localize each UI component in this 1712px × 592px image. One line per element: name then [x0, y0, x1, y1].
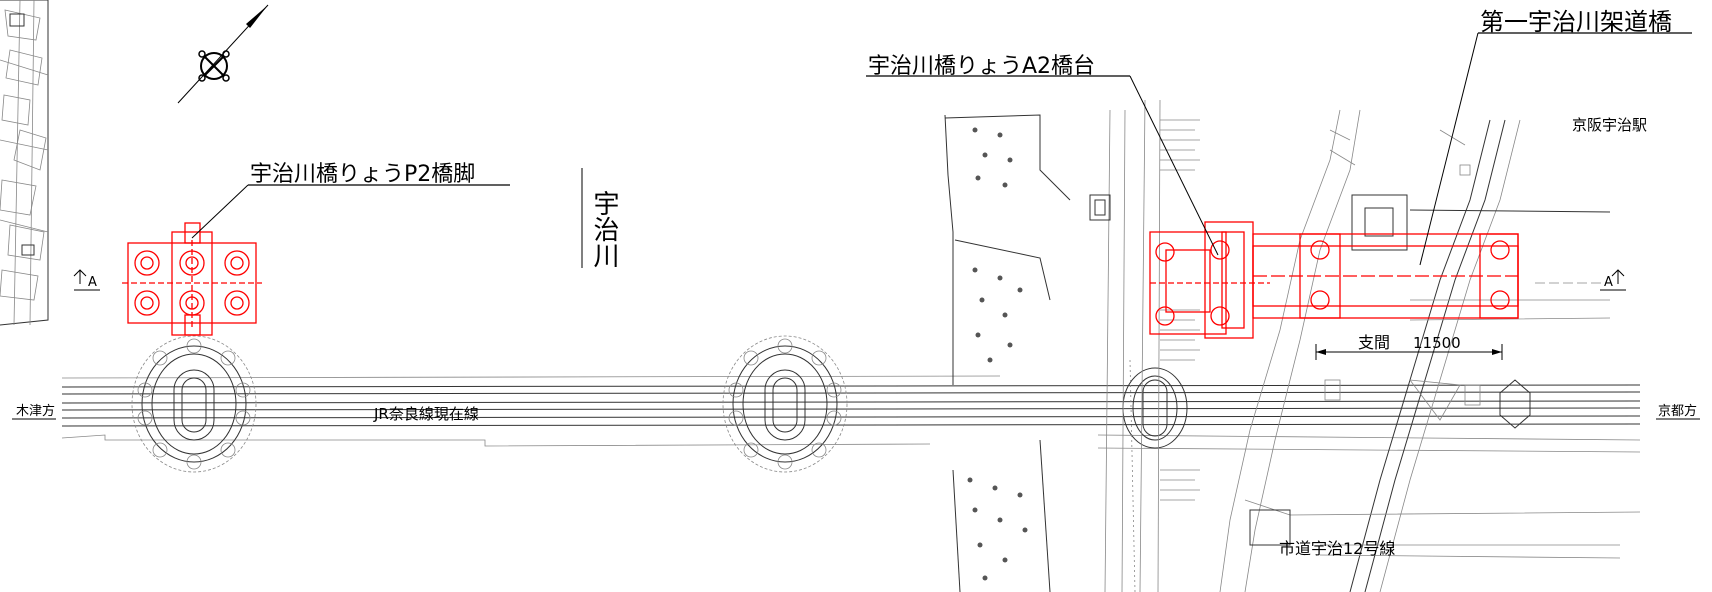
existing-pier-1	[131, 335, 257, 473]
label-pier-p2: 宇治川橋りょうP2橋脚	[250, 162, 475, 187]
existing-pier-2	[722, 335, 848, 473]
leader-lines	[12, 32, 1700, 420]
bridge-first-uji-structure	[1252, 233, 1519, 319]
pier-p2-structure	[122, 222, 262, 336]
label-river: 宇治川	[589, 190, 619, 268]
river-area	[944, 99, 1200, 592]
span-dimension	[1315, 344, 1503, 360]
label-section-a-left: A	[88, 275, 97, 290]
label-first-uji-bridge: 第一宇治川架道橋	[1480, 8, 1672, 36]
label-abutment-a2: 宇治川橋りょうA2橋台	[868, 54, 1095, 79]
station-area	[1219, 109, 1641, 592]
label-section-a-right: A	[1604, 275, 1613, 290]
north-arrow-icon	[177, 4, 269, 104]
label-direction-left: 木津方	[16, 403, 55, 419]
existing-pier-3	[1122, 367, 1188, 449]
label-jr-line: JR奈良線現在線	[373, 405, 479, 423]
label-direction-right: 京都方	[1658, 403, 1697, 419]
label-city-road: 市道宇治12号線	[1279, 539, 1395, 558]
label-station: 京阪宇治駅	[1572, 116, 1647, 134]
label-span-value: 11500	[1413, 334, 1461, 352]
section-line-a	[73, 269, 1626, 291]
jr-tracks	[61, 375, 1641, 453]
label-span: 支間	[1358, 333, 1390, 352]
city-map-fragment	[0, 0, 49, 326]
